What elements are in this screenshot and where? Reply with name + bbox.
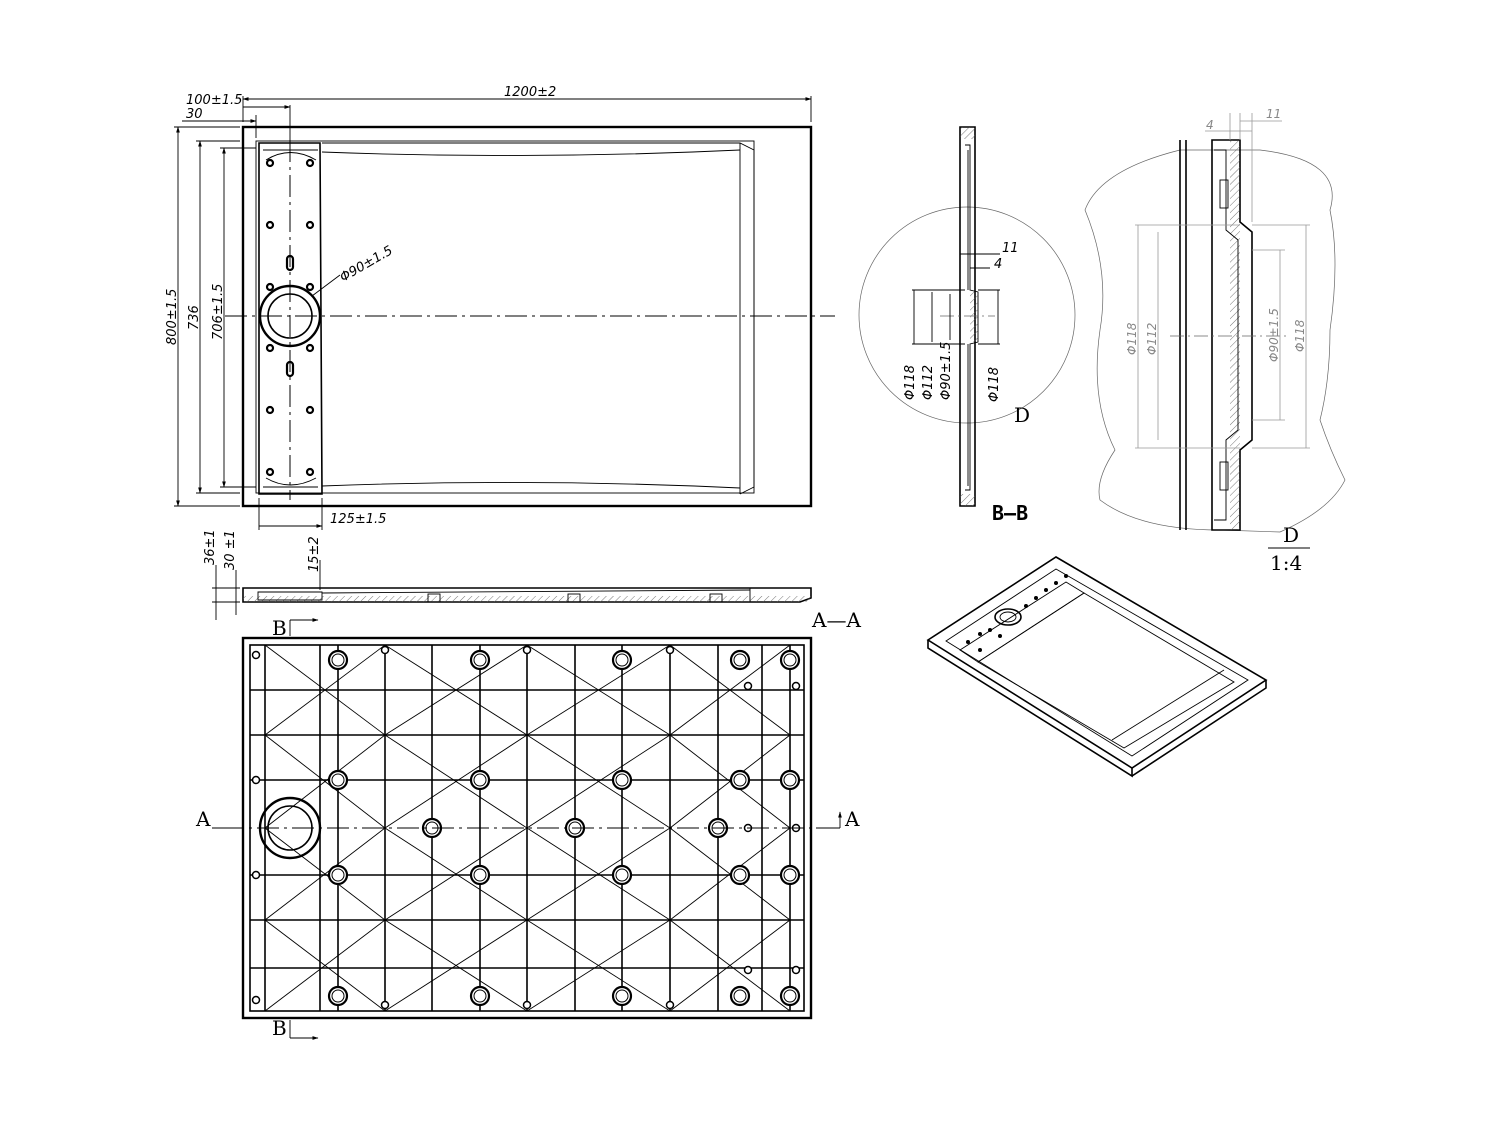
rib-boss-inner [783, 773, 797, 787]
rib-boss-inner [615, 868, 629, 882]
floor-ridge-bottom [321, 481, 741, 489]
dim-inner-736: 736 [187, 305, 202, 330]
rib-boss-inner [733, 773, 747, 787]
d-dim-d112: Φ112 [1145, 323, 1159, 355]
bb-dim-d112: Φ112 [921, 365, 936, 400]
rib-boss-inner [733, 868, 747, 882]
rib-pin [251, 650, 261, 660]
rib-pin [665, 645, 675, 655]
section-mark-bottom-b: B [272, 1016, 287, 1040]
bottom-bosses [251, 645, 801, 1010]
rib-pin [791, 965, 801, 975]
bottom-diagonals [264, 644, 791, 1012]
channel-end-bottom [265, 477, 317, 486]
side-view: 36±1 30 ±1 15±2 A—A [203, 529, 861, 632]
section-label-aa: A—A [811, 608, 861, 632]
rib-boss-inner [473, 989, 487, 1003]
d-dim-w11: 11 [1266, 107, 1281, 121]
dim-drain-offset: 125±1.5 [330, 512, 386, 527]
rib-boss-inner [473, 773, 487, 787]
dim-height-30: 30 ±1 [223, 530, 238, 570]
channel-end-top [265, 152, 317, 161]
bottom-view: A A B B [195, 616, 860, 1040]
dim-flange: 30 [186, 107, 203, 122]
bb-dim-d118-right: Φ118 [987, 367, 1002, 402]
detail-d: Φ118 Φ112 Φ90±1.5 Φ118 4 11 D 1:4 [1084, 107, 1346, 575]
detail-circle-d [858, 206, 1076, 424]
rib-boss-inner [331, 989, 345, 1003]
drain-channel [258, 142, 323, 495]
rib-pin [251, 775, 261, 785]
rib-boss-inner [331, 653, 345, 667]
dim-slope: 15±2 [307, 536, 322, 572]
rib-boss-inner [331, 868, 345, 882]
bb-detail-mark: D [1014, 403, 1030, 427]
section-label-bb: B—B [992, 501, 1028, 525]
rib-pin [380, 645, 390, 655]
rib-pin [665, 1000, 675, 1010]
d-dim-d118-right: Φ118 [1293, 319, 1307, 352]
d-dim-d90: Φ90±1.5 [1267, 308, 1281, 362]
rib-pin [743, 965, 753, 975]
rib-pin [743, 681, 753, 691]
rib-boss-inner [615, 989, 629, 1003]
dim-inner-706: 706±1.5 [211, 284, 226, 340]
detail-scale: 1:4 [1270, 551, 1302, 575]
section-mark-left-a: A [195, 807, 211, 831]
floor-slope-top [322, 142, 755, 495]
screw-holes [265, 158, 315, 477]
isometric-view [926, 556, 1268, 778]
rib-pin [380, 1000, 390, 1010]
dim-overall-length: 1200±2 [504, 85, 556, 100]
bb-dim-d90: Φ90±1.5 [939, 342, 954, 400]
bb-dim-w11: 11 [1002, 241, 1019, 256]
rib-pin [251, 870, 261, 880]
bottom-grid [250, 645, 804, 1011]
section-mark-right-a: A [844, 807, 860, 831]
detail-label-d: D [1283, 523, 1299, 547]
rib-boss-inner [473, 868, 487, 882]
iso-drain [994, 608, 1022, 626]
rib-boss-inner [733, 653, 747, 667]
tray-inner-flange [255, 140, 755, 494]
section-mark-top-b: B [272, 616, 287, 640]
d-dim-w4: 4 [1206, 118, 1214, 132]
rib-boss-inner [783, 989, 797, 1003]
section-bb: Φ118 Φ112 Φ90±1.5 Φ118 11 4 D B—B [858, 126, 1076, 525]
dim-edge-offset: 100±1.5 [186, 93, 242, 108]
rib-pin [522, 1000, 532, 1010]
rib-pin [522, 645, 532, 655]
top-view: 1200±2 100±1.5 30 800±1.5 736 706±1.5 12… [165, 85, 835, 530]
dim-height-36: 36±1 [203, 529, 218, 565]
rib-boss-inner [331, 773, 345, 787]
d-dim-d118-left: Φ118 [1125, 322, 1139, 355]
rib-boss-inner [783, 868, 797, 882]
iso-front-face [927, 640, 1133, 778]
rib-boss-inner [615, 773, 629, 787]
section-label-aa-text: A—A [811, 608, 861, 632]
rib-boss-inner [473, 653, 487, 667]
rib-pin [251, 995, 261, 1005]
bb-dim-d118-left: Φ118 [903, 365, 918, 400]
rib-boss-inner [615, 653, 629, 667]
floor-ridge-top [321, 149, 741, 157]
rib-boss-inner [783, 653, 797, 667]
dim-drain-diameter: Φ90±1.5 [338, 243, 396, 285]
rib-pin [791, 681, 801, 691]
bb-dim-w4: 4 [994, 257, 1002, 272]
rib-boss-inner [733, 989, 747, 1003]
dim-overall-width: 800±1.5 [165, 289, 180, 345]
